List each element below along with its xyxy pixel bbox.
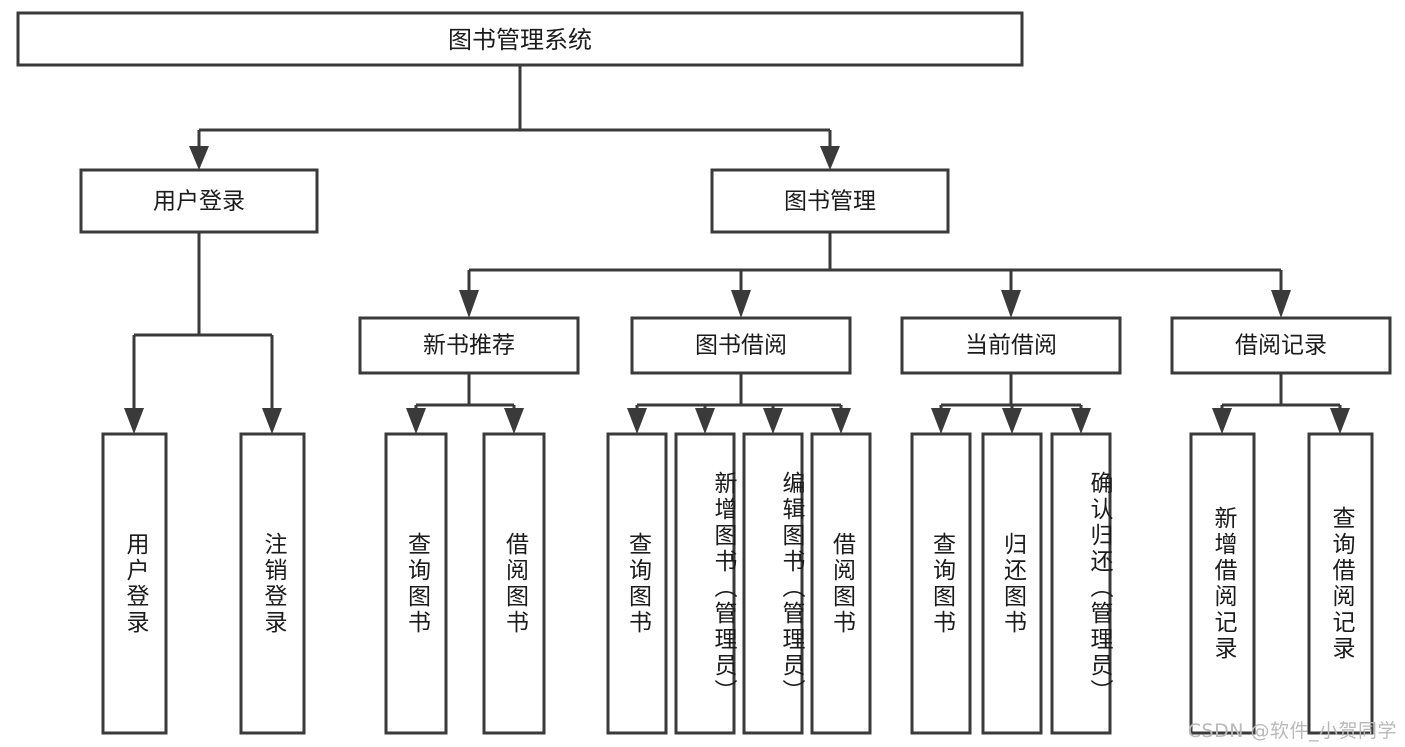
leaf-box-return-book[interactable] xyxy=(981,432,1043,735)
csdn-watermark: CSDN @软件_小贺同学 xyxy=(1187,720,1397,742)
node-book-borrow-box[interactable] xyxy=(630,316,852,375)
leaf-box-add-book-admin[interactable] xyxy=(674,432,736,735)
node-current-borrow[interactable]: 当前借阅 xyxy=(900,316,1122,375)
arrowhead-leaf-4 xyxy=(504,408,524,434)
node-user-login[interactable]: 用户登录 xyxy=(79,168,319,234)
node-current-borrow-box[interactable] xyxy=(900,316,1122,375)
node-book-manage[interactable]: 图书管理 xyxy=(710,168,950,234)
arrowhead-to-current-borrow xyxy=(1001,290,1021,318)
leaf-box-logout[interactable] xyxy=(239,432,306,735)
node-user-login-box[interactable] xyxy=(79,168,319,234)
node-book-manage-label: 图书管理 xyxy=(784,189,876,215)
arrowhead-to-book-manage xyxy=(820,146,840,170)
arrowhead-leaf-10 xyxy=(1002,408,1022,434)
leaf-box-add-borrow-record[interactable] xyxy=(1189,432,1256,735)
node-book-borrow[interactable]: 图书借阅 xyxy=(630,316,852,375)
node-root-box[interactable] xyxy=(16,11,1024,67)
leaf-box-query-borrow-record[interactable] xyxy=(1307,432,1374,735)
arrowhead-to-borrow xyxy=(731,290,751,318)
arrowhead-leaf-9 xyxy=(931,408,951,434)
arrowhead-leaf-3 xyxy=(406,408,426,434)
node-borrow-record[interactable]: 借阅记录 xyxy=(1170,316,1392,375)
arrowhead-to-newbook xyxy=(459,290,479,318)
connectors-userlogin-to-leaves xyxy=(124,232,282,434)
connectors-borrowrecord-to-leaves xyxy=(1212,373,1350,434)
connectors-root-to-level2 xyxy=(189,65,840,170)
node-book-manage-box[interactable] xyxy=(710,168,950,234)
node-new-book-recommend-label: 新书推荐 xyxy=(423,333,515,359)
arrowhead-leaf-13 xyxy=(1330,408,1350,434)
arrowhead-leaf-8 xyxy=(831,408,851,434)
arrowhead-leaf-7 xyxy=(763,408,783,434)
arrowhead-leaf-11 xyxy=(1071,408,1091,434)
leaf-box-borrow-book-1[interactable] xyxy=(482,432,546,735)
leaf-box-edit-book-admin[interactable] xyxy=(742,432,804,735)
node-borrow-record-box[interactable] xyxy=(1170,316,1392,375)
node-new-book-recommend[interactable]: 新书推荐 xyxy=(358,316,580,375)
leaf-box-user-login[interactable] xyxy=(101,432,168,735)
leaf-box-borrow-book-2[interactable] xyxy=(810,432,872,735)
leaf-box-confirm-return-admin[interactable] xyxy=(1050,432,1112,735)
arrowhead-leaf-2 xyxy=(262,408,282,434)
node-root-label: 图书管理系统 xyxy=(448,26,592,54)
node-current-borrow-label: 当前借阅 xyxy=(965,333,1057,359)
arrowhead-leaf-1 xyxy=(124,408,144,434)
arrowhead-leaf-5 xyxy=(627,408,647,434)
node-borrow-record-label: 借阅记录 xyxy=(1235,333,1327,359)
leaf-box-query-book-3[interactable] xyxy=(910,432,972,735)
node-book-borrow-label: 图书借阅 xyxy=(695,333,787,359)
leaf-box-query-book-2[interactable] xyxy=(606,432,668,735)
arrowhead-leaf-12 xyxy=(1212,408,1232,434)
arrowhead-to-borrow-record xyxy=(1271,290,1291,318)
leaf-box-query-book-1[interactable] xyxy=(384,432,448,735)
connectors-borrow-to-leaves xyxy=(627,373,851,434)
connectors-bookmanage-to-level3 xyxy=(459,232,1291,318)
connectors-currentborrow-to-leaves xyxy=(931,373,1091,434)
node-root[interactable]: 图书管理系统 xyxy=(16,11,1024,67)
node-new-book-recommend-box[interactable] xyxy=(358,316,580,375)
arrowhead-leaf-6 xyxy=(695,408,715,434)
connectors-newbook-to-leaves xyxy=(406,373,524,434)
node-user-login-label: 用户登录 xyxy=(153,189,245,215)
arrowhead-to-user-login xyxy=(189,146,209,170)
leaf-boxes xyxy=(101,432,1374,735)
